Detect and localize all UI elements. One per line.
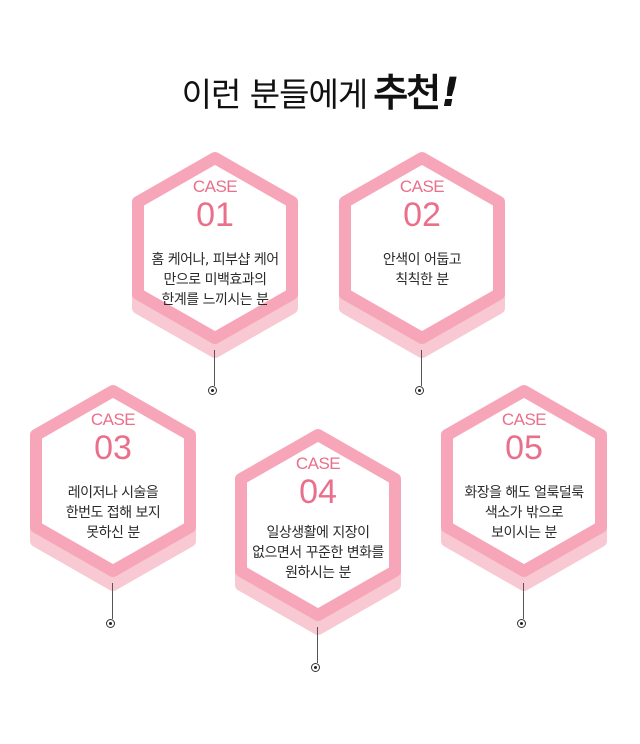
case-label: CASE bbox=[399, 177, 445, 196]
hexagon-shape bbox=[30, 385, 196, 591]
connector-line bbox=[421, 350, 422, 386]
description-line: 원하시는 분 bbox=[285, 565, 351, 581]
case-label: CASE bbox=[90, 410, 136, 429]
case-number: 04 bbox=[299, 473, 337, 511]
description-line: 보이시는 분 bbox=[491, 525, 557, 541]
hexagon-shape bbox=[441, 385, 607, 591]
description-line: 색소가 밖으로 bbox=[484, 505, 564, 521]
case-card-05: CASE 05 화장을 해도 얼룩덜룩 색소가 밖으로 보이시는 분 bbox=[429, 383, 619, 643]
connector-line bbox=[112, 583, 113, 619]
description-line: 레이저나 시술을 bbox=[67, 485, 159, 501]
hexagon-shape bbox=[235, 429, 401, 635]
case-label: CASE bbox=[192, 177, 238, 196]
description-line: 일상생활에 지장이 bbox=[266, 525, 371, 541]
bullet-dot-icon bbox=[415, 386, 424, 395]
case-card-03: CASE 03 레이저나 시술을 한번도 접해 보지 못하신 분 bbox=[18, 383, 208, 643]
description-line: 칙칙한 분 bbox=[395, 272, 449, 288]
case-label: CASE bbox=[501, 410, 547, 429]
case-number: 05 bbox=[505, 429, 543, 467]
case-description: 안색이 어둡고 칙칙한 분 bbox=[345, 250, 499, 290]
title-emphasis: 추천 bbox=[373, 71, 441, 115]
description-line: 안색이 어둡고 bbox=[382, 252, 462, 268]
case-description: 화장을 해도 얼룩덜룩 색소가 밖으로 보이시는 분 bbox=[447, 483, 601, 543]
connector-line bbox=[317, 627, 318, 663]
title-normal: 이런 분들에게 bbox=[181, 75, 369, 114]
case-card-04: CASE 04 일상생활에 지장이 없으면서 꾸준한 변화를 원하시는 분 bbox=[223, 427, 413, 687]
case-number: 01 bbox=[196, 196, 234, 234]
description-line: 만으로 미백효과의 bbox=[163, 272, 268, 288]
bullet-dot-icon bbox=[311, 663, 320, 672]
description-line: 한번도 접해 보지 bbox=[65, 505, 161, 521]
case-description: 일상생활에 지장이 없으면서 꾸준한 변화를 원하시는 분 bbox=[241, 523, 395, 583]
hexagon-shape bbox=[339, 152, 505, 358]
case-description: 레이저나 시술을 한번도 접해 보지 못하신 분 bbox=[36, 483, 190, 543]
case-description: 홈 케어나, 피부샵 케어 만으로 미백효과의 한계를 느끼시는 분 bbox=[138, 250, 292, 310]
description-line: 한계를 느끼시는 분 bbox=[161, 292, 269, 308]
title-exclamation: ! bbox=[441, 70, 459, 116]
case-card-02: CASE 02 안색이 어둡고 칙칙한 분 bbox=[327, 150, 517, 410]
bullet-dot-icon bbox=[106, 619, 115, 628]
connector-line bbox=[523, 583, 524, 619]
description-line: 화장을 해도 얼룩덜룩 bbox=[464, 485, 584, 501]
description-line: 없으면서 꾸준한 변화를 bbox=[252, 545, 384, 561]
case-number: 02 bbox=[403, 196, 441, 234]
description-line: 홈 케어나, 피부샵 케어 bbox=[151, 252, 279, 268]
description-line: 못하신 분 bbox=[86, 525, 140, 541]
case-card-01: CASE 01 홈 케어나, 피부샵 케어 만으로 미백효과의 한계를 느끼시는… bbox=[120, 150, 310, 410]
case-label: CASE bbox=[295, 454, 341, 473]
bullet-dot-icon bbox=[517, 619, 526, 628]
bullet-dot-icon bbox=[208, 386, 217, 395]
case-number: 03 bbox=[94, 429, 132, 467]
hexagon-shape bbox=[132, 152, 298, 358]
connector-line bbox=[214, 350, 215, 386]
